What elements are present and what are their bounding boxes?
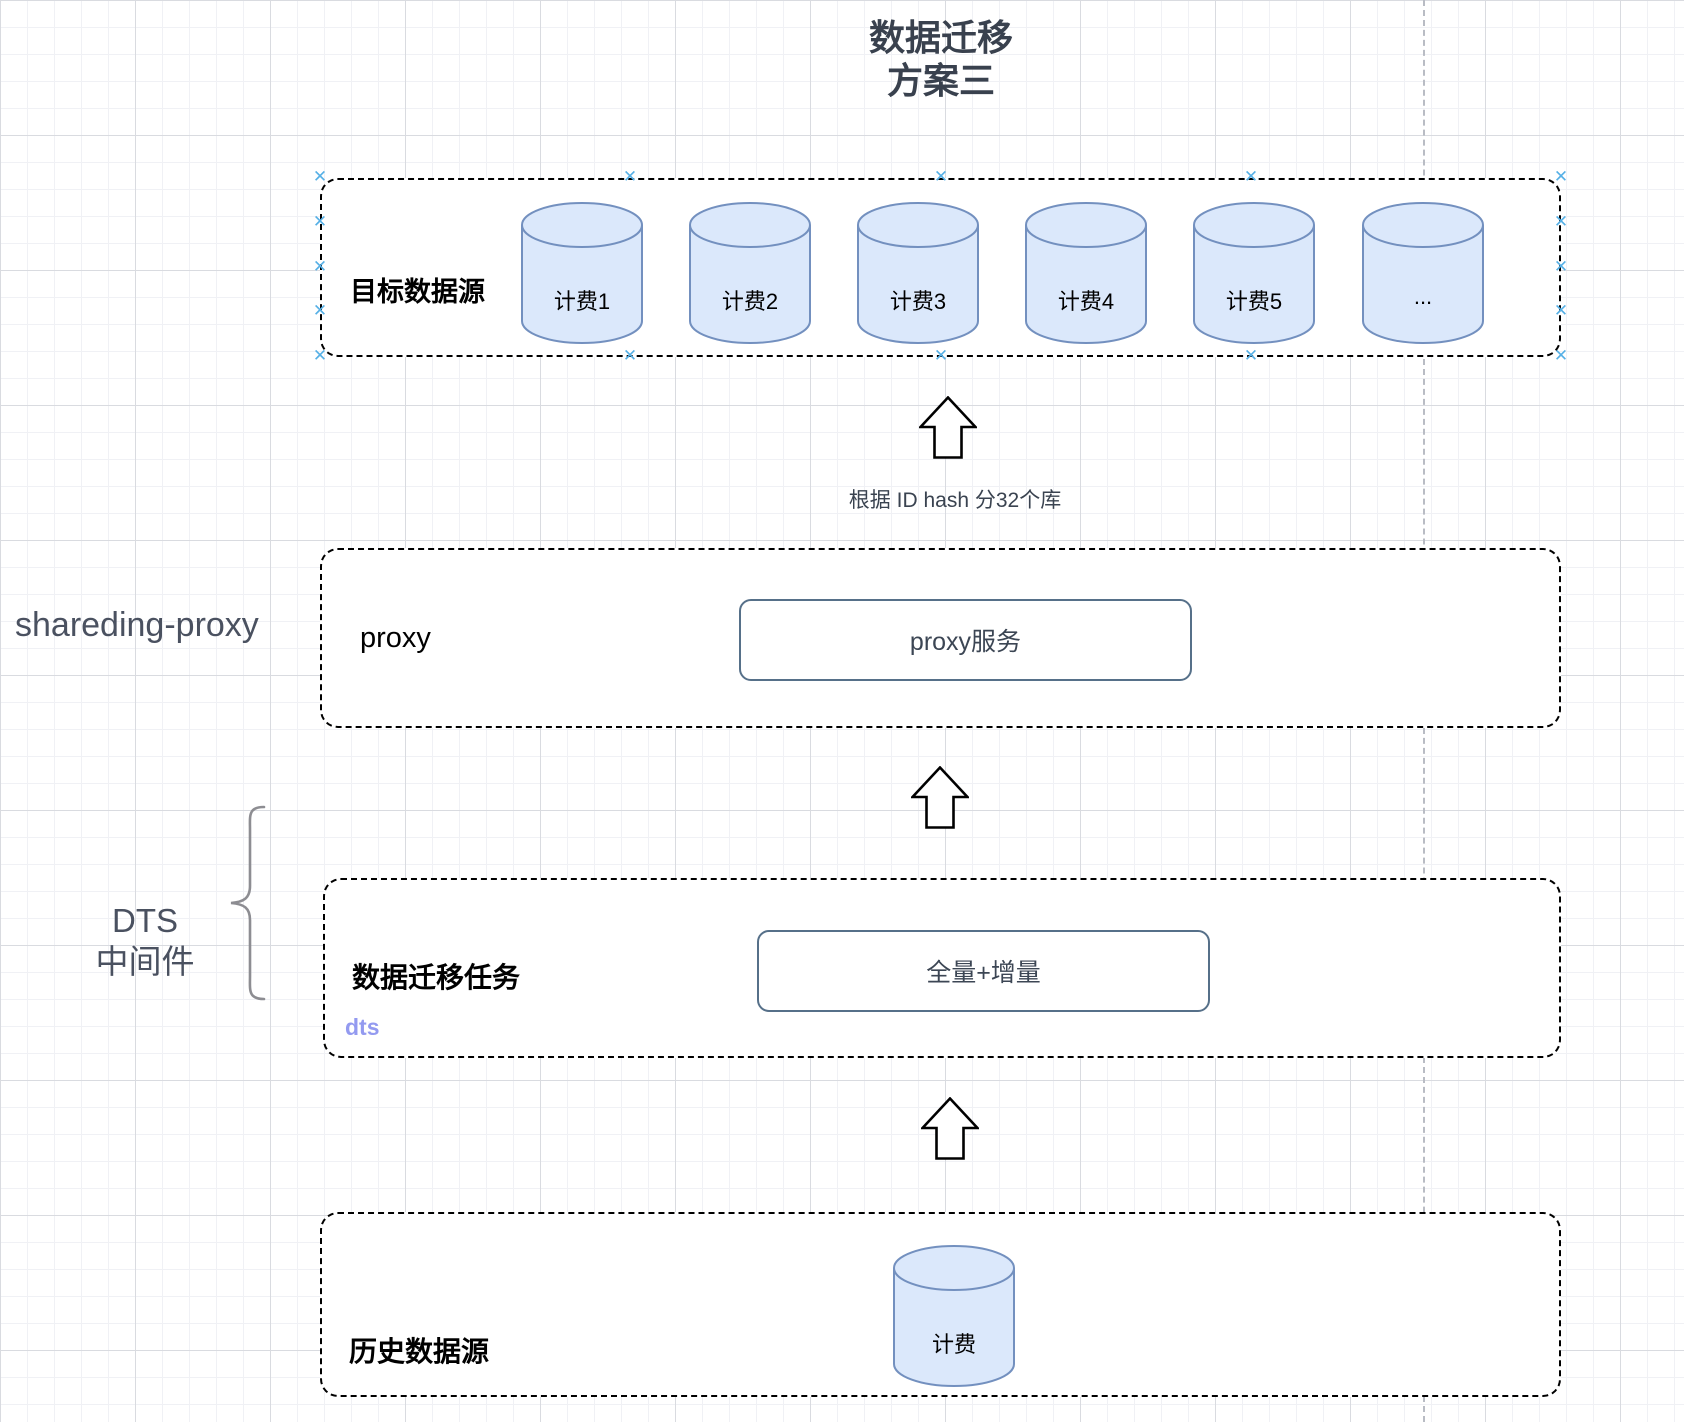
cylinder-label: ... [1413, 284, 1433, 309]
up-arrow-shape[interactable] [917, 395, 979, 459]
proxy-service-node[interactable]: proxy服务 [739, 599, 1192, 681]
database-cylinder-icon [1362, 202, 1484, 344]
database-cylinder-icon [689, 202, 811, 344]
connection-point-icon[interactable]: ✕ [933, 346, 949, 365]
dts-middleware-side-label[interactable]: DTS 中间件 [45, 900, 245, 982]
database-cylinder[interactable]: 计费3 [857, 202, 979, 344]
target-datasource-group[interactable]: 目标数据源 计费1 计费2 计费3 [320, 178, 1561, 357]
block-arrow-up-icon [909, 765, 971, 829]
dts-tag[interactable]: dts [345, 1014, 380, 1040]
cylinder-label: 计费3 [889, 289, 947, 314]
cylinder-label: 计费5 [1225, 289, 1283, 314]
proxy-group[interactable]: proxy proxy服务 [320, 548, 1561, 728]
target-datasource-label[interactable]: 目标数据源 [350, 277, 485, 307]
connection-point-icon[interactable]: ✕ [1553, 257, 1569, 276]
full-plus-incremental-label: 全量+增量 [926, 959, 1041, 987]
connection-point-icon[interactable]: ✕ [1243, 167, 1259, 186]
database-cylinder[interactable]: 计费4 [1025, 202, 1147, 344]
full-plus-incremental-node[interactable]: 全量+增量 [757, 930, 1210, 1012]
cylinder-label: 计费 [931, 1332, 976, 1357]
connection-point-icon[interactable]: ✕ [622, 346, 638, 365]
cylinder-label: 计费4 [1057, 289, 1115, 314]
block-arrow-up-icon [917, 395, 979, 459]
connection-point-icon[interactable]: ✕ [312, 257, 328, 276]
connection-point-icon[interactable]: ✕ [312, 212, 328, 231]
up-arrow-shape[interactable] [919, 1096, 981, 1160]
diagram-title[interactable]: 数据迁移 方案三 [741, 16, 1141, 102]
dts-side-label-line1: DTS [112, 902, 178, 939]
database-cylinder-icon [1025, 202, 1147, 344]
history-datasource-group[interactable]: 历史数据源 计费 [320, 1212, 1561, 1397]
history-datasource-label[interactable]: 历史数据源 [349, 1336, 490, 1367]
connection-point-icon[interactable]: ✕ [312, 346, 328, 365]
connection-point-icon[interactable]: ✕ [1553, 346, 1569, 365]
left-curly-brace-icon [230, 805, 266, 1001]
connection-point-icon[interactable]: ✕ [1553, 167, 1569, 186]
database-cylinder[interactable]: 计费1 [521, 202, 643, 344]
database-cylinder[interactable]: 计费 [893, 1245, 1015, 1387]
up-arrow-shape[interactable] [909, 765, 971, 829]
cylinder-label: 计费1 [553, 289, 611, 314]
connection-point-icon[interactable]: ✕ [933, 167, 949, 186]
block-arrow-up-icon [919, 1096, 981, 1160]
diagram-title-line2: 方案三 [886, 60, 995, 101]
database-cylinder[interactable]: ... [1362, 202, 1484, 344]
diagram-title-line1: 数据迁移 [868, 17, 1013, 58]
curly-brace-shape[interactable] [218, 804, 268, 1007]
database-cylinder[interactable]: 计费5 [1193, 202, 1315, 344]
dts-side-label-line2: 中间件 [95, 943, 195, 980]
cylinder-label: 计费2 [721, 289, 779, 314]
migration-task-label[interactable]: 数据迁移任务 [352, 962, 521, 993]
connection-point-icon[interactable]: ✕ [312, 301, 328, 320]
dts-task-group[interactable]: 数据迁移任务 全量+增量 dts [323, 878, 1561, 1058]
connection-point-icon[interactable]: ✕ [1553, 301, 1569, 320]
database-cylinder[interactable]: 计费2 [689, 202, 811, 344]
database-cylinder-icon [857, 202, 979, 344]
proxy-label[interactable]: proxy [360, 622, 431, 654]
proxy-service-label: proxy服务 [909, 628, 1022, 656]
database-cylinder-icon [893, 1245, 1015, 1387]
hash-split-caption[interactable]: 根据 ID hash 分32个库 [848, 489, 1062, 512]
connection-point-icon[interactable]: ✕ [1553, 212, 1569, 231]
connection-point-icon[interactable]: ✕ [312, 167, 328, 186]
database-cylinder-icon [521, 202, 643, 344]
connection-point-icon[interactable]: ✕ [1243, 346, 1259, 365]
sharding-proxy-side-label[interactable]: shareding-proxy [15, 606, 259, 644]
database-cylinder-icon [1193, 202, 1315, 344]
connection-point-icon[interactable]: ✕ [622, 167, 638, 186]
